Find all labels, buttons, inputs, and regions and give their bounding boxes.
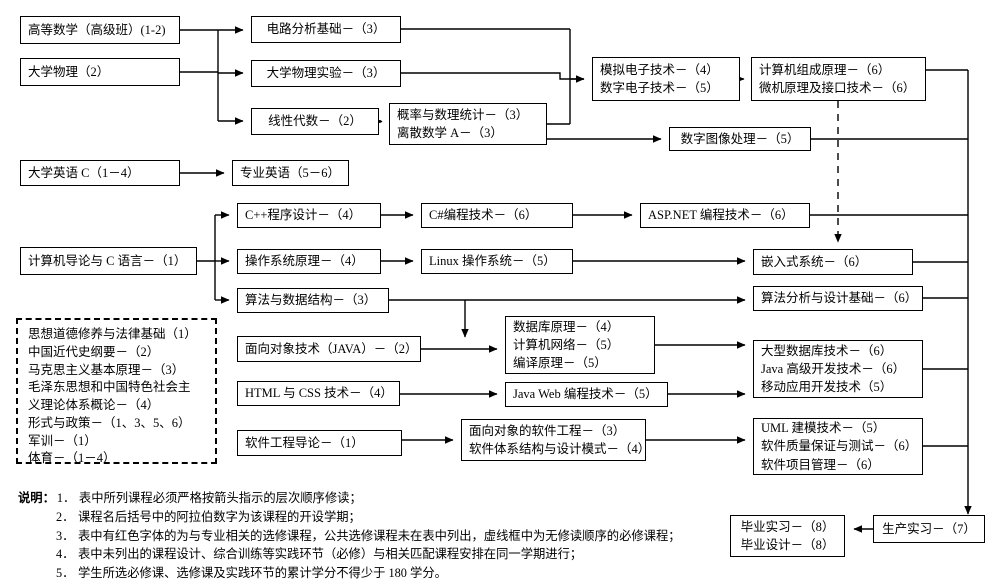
note-text: 表中有红色字体的为与专业相关的选修课程，公共选修课程未在表中列出，虚线框中为无修… [78,528,681,543]
course-label: 计算机导论与 C 语言－（1） [28,253,187,268]
course-label: 计算机网络－（5） [513,337,620,352]
course-node-daxingshujuku[interactable]: 大型数据库技术－（6） Java 高级开发技术－（6） 移动应用开发技术（5） [753,340,923,398]
course-node-cyuyan[interactable]: 计算机导论与 C 语言－（1） [20,247,197,275]
course-label: 大学物理实验－（3） [266,66,386,81]
course-node-daxueyingyu[interactable]: 大学英语 C（1－4） [20,160,180,186]
course-node-aspnet[interactable]: ASP.NET 编程技术－（6） [640,203,810,228]
general-course-label: 毛泽东思想和中国特色社会主 [28,380,191,395]
course-label: 电路分析基础－（3） [266,22,386,37]
course-label: 软件体系结构与设计模式－（4） [469,442,651,456]
course-node-html[interactable]: HTML 与 CSS 技术－（4） [237,381,400,406]
course-node-caozuo[interactable]: 操作系统原理－（4） [237,249,381,274]
course-label: 概率与数理统计－（3） [397,107,529,122]
course-label: 面向对象技术（JAVA）－（2） [245,341,418,356]
course-node-monidianzi[interactable]: 模拟电子技术－（4） 数字电子技术－（5） [592,57,740,101]
course-label: C#编程技术－（6） [429,208,538,223]
course-label: C++程序设计－（4） [245,208,362,223]
note-row: 说明：1．表中所列课程必须严格按箭头指示的层次顺序修读； [18,489,718,508]
legend-notes: 说明：1．表中所列课程必须严格按箭头指示的层次顺序修读；2．课程名后括号中的阿拉… [18,489,718,583]
course-label: 软件项目管理－（6） [761,457,880,472]
course-node-javaweb[interactable]: Java Web 编程技术－（5） [505,382,668,407]
course-node-gailv[interactable]: 概率与数理统计－（3） 离散数学 A－（3） [389,103,547,145]
course-label: 算法分析与设计基础－（6） [761,291,918,306]
course-label: 大学英语 C（1－4） [28,165,140,180]
note-number: 1． [56,491,76,505]
course-node-mianxiang[interactable]: 面向对象技术（JAVA）－（2） [237,336,421,362]
course-label: 软件工程导论－（1） [245,435,364,450]
note-number: 3． [56,528,75,543]
course-label: 生产实习－（7） [882,521,976,536]
course-label: 微机原理及接口技术－（6） [759,81,916,95]
course-node-wulishiyan[interactable]: 大学物理实验－（3） [251,60,401,87]
course-node-csharp[interactable]: C#编程技术－（6） [421,203,573,228]
course-label: 高等数学（高级班）(1-2) [28,22,166,37]
note-number: 2． [56,509,75,524]
course-label: 数字图像处理－（5） [680,131,800,146]
course-label: 数字电子技术－（5） [600,81,719,95]
course-label: 专业英语（5－6） [240,165,341,180]
course-label: 移动应用开发技术（5） [761,380,893,395]
course-node-mianxiangruanjian[interactable]: 面向对象的软件工程－（3） 软件体系结构与设计模式－（4） [461,419,651,461]
course-node-biye[interactable]: 毕业实习－（8） 毕业设计－（8） [730,515,845,557]
course-label: 面向对象的软件工程－（3） [469,423,626,438]
course-label: 模拟电子技术－（4） [600,62,719,77]
note-text: 表中所列课程必须严格按箭头指示的层次顺序修读； [78,491,362,505]
note-text: 表中未列出的课程设计、综合训练等实践环节（必修）与相关匹配课程安排在同一学期进行… [78,547,583,562]
note-row: 3．表中有红色字体的为与专业相关的选修课程，公共选修课程未在表中列出，虚线框中为… [18,527,718,546]
note-row: 4．表中未列出的课程设计、综合训练等实践环节（必修）与相关匹配课程安排在同一学期… [18,545,718,564]
course-label: 计算机组成原理－（6） [759,62,891,77]
course-node-ruanjiandaolun[interactable]: 软件工程导论－（1） [237,430,402,456]
course-label: 大学物理（2） [28,64,110,79]
note-text: 学生所选必修课、选修课及实践环节的累计学分不得少于 180 学分。 [78,566,447,581]
general-course-label: 思想道德修养与法律基础（1） [28,327,197,341]
course-label: 离散数学 A－（3） [397,126,503,140]
course-node-qianrushi[interactable]: 嵌入式系统－（6） [753,249,913,275]
course-label: 毕业实习－（8） [740,519,835,534]
course-label: ASP.NET 编程技术－（6） [648,208,794,223]
course-label: 数据库原理－（4） [513,319,620,334]
course-node-zhuanyeyingyu[interactable]: 专业英语（5－6） [232,160,349,186]
course-node-tuxiang[interactable]: 数字图像处理－（5） [669,127,811,151]
course-label: UML 建模技术－（5） [761,421,886,436]
wire-wulishiyan-to-monidianzi [401,72,585,83]
course-label: Linux 操作系统－（5） [429,254,556,269]
note-number: 5． [56,566,75,581]
course-node-cpp[interactable]: C++程序设计－（4） [237,203,381,228]
course-label: 操作系统原理－（4） [245,254,364,269]
course-node-suanfa[interactable]: 算法与数据结构－（3） [237,288,389,313]
notes-label: 说明： [18,491,55,505]
course-label: 嵌入式系统－（6） [761,254,868,269]
general-education-box: 思想道德修养与法律基础（1） 中国近代史纲要－（2） 马克思主义基本原理－（3） 毛泽… [16,318,217,465]
course-node-suanfafenxi[interactable]: 算法分析与设计基础－（6） [753,286,923,311]
general-course-label: 军训－（1） [28,433,97,448]
course-node-dianlu[interactable]: 电路分析基础－（3） [251,16,401,43]
note-row: 2．课程名后括号中的阿拉伯数字为该课程的开设学期； [18,508,718,527]
course-node-shujuku[interactable]: 数据库原理－（4） 计算机网络－（5） 编译原理－（5） [505,316,655,374]
course-label: Java 高级开发技术－（6） [761,361,906,376]
course-label: 软件质量保证与测试－（6） [761,439,918,454]
course-node-gaoshu[interactable]: 高等数学（高级班）(1-2) [20,16,180,44]
course-label: HTML 与 CSS 技术－（4） [245,386,393,401]
course-node-linux[interactable]: Linux 操作系统－（5） [421,249,573,274]
course-label: 大型数据库技术－（6） [761,343,893,358]
general-course-label: 义理论体系概论－（4） [28,398,160,412]
course-node-zuchengyuanli[interactable]: 计算机组成原理－（6） 微机原理及接口技术－（6） [751,57,926,101]
general-course-label: 中国近代史纲要－（2） [28,344,160,359]
course-node-shengchan[interactable]: 生产实习－（7） [873,515,985,543]
course-node-uml[interactable]: UML 建模技术－（5） 软件质量保证与测试－（6） 软件项目管理－（6） [753,418,923,475]
course-label: Java Web 编程技术－（5） [513,387,658,402]
course-label: 毕业设计－（8） [740,538,835,552]
note-number: 4． [56,547,75,562]
note-text: 课程名后括号中的阿拉伯数字为该课程的开设学期； [78,509,361,524]
general-course-label: 马克思主义基本原理－（3） [28,362,185,377]
general-course-label: 体育－（1－4） [28,451,116,466]
course-label: 线性代数－（2） [268,114,362,129]
note-row: 5．学生所选必修课、选修课及实践环节的累计学分不得少于 180 学分。 [18,564,718,583]
course-label: 编译原理－（5） [513,356,607,371]
course-label: 算法与数据结构－（3） [245,293,377,308]
course-node-wuli[interactable]: 大学物理（2） [20,58,180,86]
general-course-label: 形式与政策－（1、3、5、6） [28,415,191,430]
course-node-xianxing[interactable]: 线性代数－（2） [251,108,379,135]
